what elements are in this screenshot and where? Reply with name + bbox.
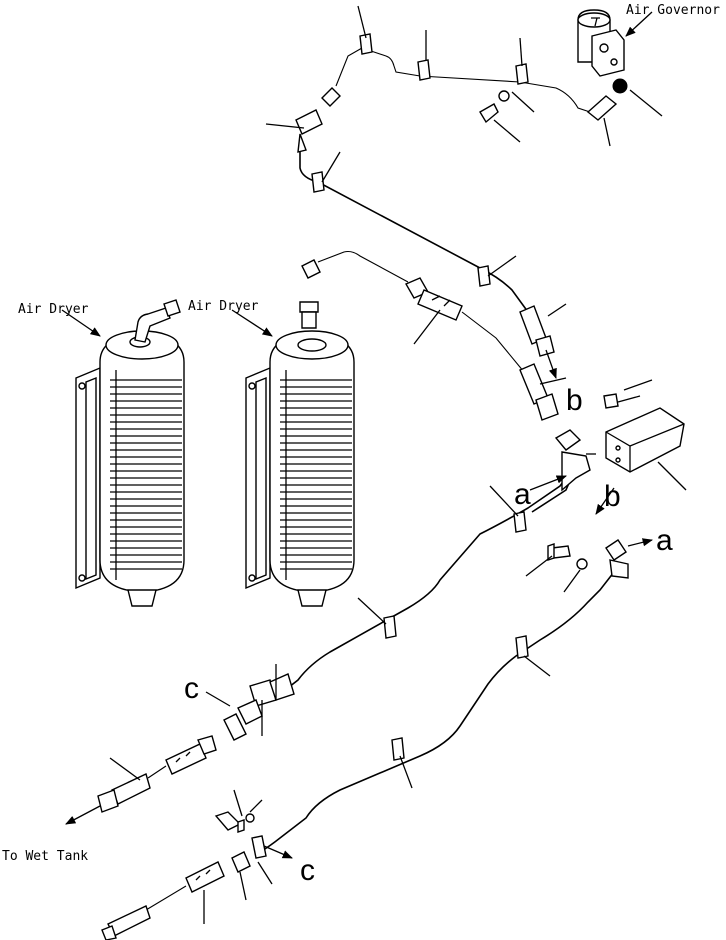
hose-assembly-right <box>519 303 567 421</box>
air-governor <box>577 9 625 77</box>
upper-fittings <box>265 5 663 287</box>
clip-mid-left <box>383 615 397 639</box>
to-wet-tank-label: To Wet Tank <box>2 849 88 864</box>
bolt-washer-upper <box>479 90 535 143</box>
lower-left-fitting-c <box>205 664 295 741</box>
hose-assembly-upper <box>405 277 463 345</box>
ref-a-left: a <box>514 478 531 511</box>
air-dryer-left-coils <box>110 370 182 580</box>
governor-elbow <box>586 78 663 147</box>
air-dryer-left-label: Air Dryer <box>18 302 89 317</box>
air-governor-label: Air Governor <box>626 3 720 18</box>
lower-bolt-washer <box>214 789 263 833</box>
lower-left-hose <box>97 735 217 813</box>
air-dryer-right <box>245 301 355 607</box>
air-dryer-right-label: Air Dryer <box>188 299 259 314</box>
ref-b-lower: b <box>604 480 621 513</box>
leader-arrows <box>61 11 654 859</box>
right-tee-fitting <box>525 539 629 593</box>
mounting-bracket <box>603 379 687 491</box>
plug-fitting <box>299 301 319 313</box>
lower-fitting-c2 <box>101 835 273 940</box>
air-dryer-left <box>75 299 185 607</box>
upper-left-elbow <box>265 87 341 153</box>
elbow-fitting-a <box>554 429 596 492</box>
ref-a-right: a <box>656 524 673 557</box>
clip-lower-mid <box>391 737 405 761</box>
ref-c-right: c <box>300 854 315 887</box>
air-dryer-right-coils <box>280 370 352 580</box>
clip-middle <box>513 511 527 533</box>
ref-c-left: c <box>184 672 199 705</box>
clip-lower-right <box>515 635 529 659</box>
ref-b-upper: b <box>566 384 583 417</box>
